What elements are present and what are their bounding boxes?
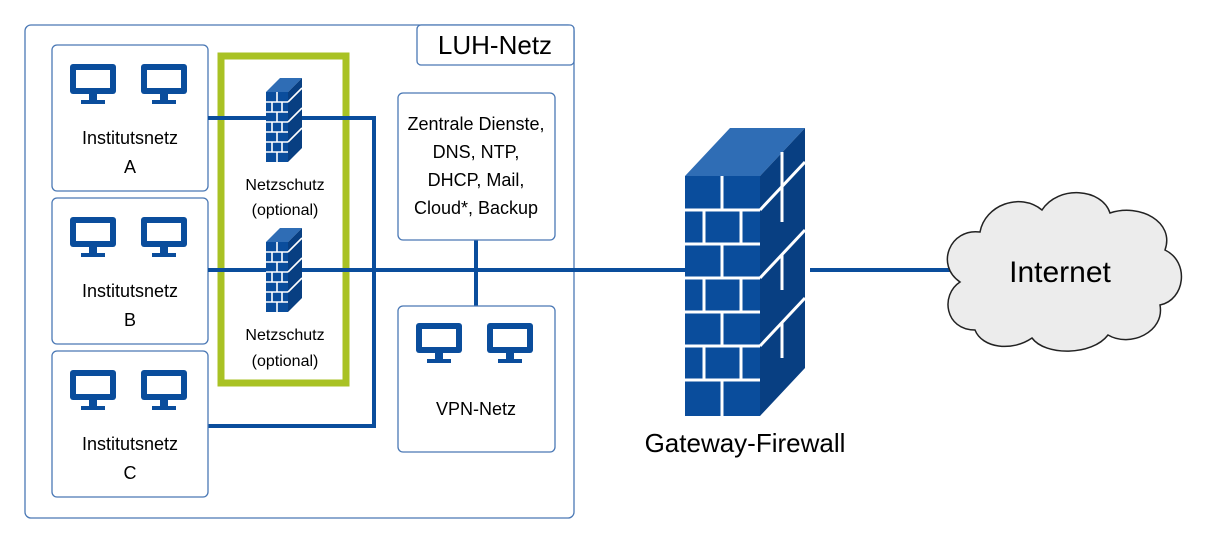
institute-network-a-label: Institutsnetz: [82, 128, 178, 148]
institute-network-b: Institutsnetz B: [51, 197, 209, 345]
central-services-line-2: DNS, NTP,: [433, 142, 520, 162]
institute-network-b-label: Institutsnetz: [82, 281, 178, 301]
institute-network-c-letter: C: [124, 463, 137, 483]
institute-network-c-label: Institutsnetz: [82, 434, 178, 454]
gateway-firewall: Gateway-Firewall: [645, 128, 846, 458]
vpn-network: VPN-Netz: [397, 305, 556, 453]
network-protection-1-note: (optional): [252, 202, 319, 219]
vpn-network-label: VPN-Netz: [436, 399, 516, 419]
firewall-icon: [685, 128, 807, 416]
central-services: Zentrale Dienste, DNS, NTP, DHCP, Mail, …: [397, 92, 556, 241]
luh-network-label: LUH-Netz: [438, 30, 552, 60]
central-services-line-3: DHCP, Mail,: [428, 170, 525, 190]
institute-network-c: Institutsnetz C: [51, 350, 209, 498]
network-protection-1-label: Netzschutz: [245, 177, 324, 194]
institute-network-a-letter: A: [124, 157, 136, 177]
internet: Internet: [946, 191, 1182, 352]
institute-network-a: Institutsnetz A: [51, 44, 209, 192]
network-protection-group: Netzschutz (optional) Netzschutz (option…: [208, 52, 374, 387]
firewall-icon: [265, 77, 303, 163]
institute-network-b-letter: B: [124, 310, 136, 330]
luh-network-label-box: [416, 24, 575, 66]
network-protection-2-note: (optional): [252, 353, 319, 370]
network-protection-2-label: Netzschutz: [245, 327, 324, 344]
gateway-firewall-label: Gateway-Firewall: [645, 428, 846, 458]
central-services-line-1: Zentrale Dienste,: [407, 114, 544, 134]
central-services-line-4: Cloud*, Backup: [414, 198, 538, 218]
cloud-icon: [946, 191, 1182, 352]
firewall-icon: [265, 227, 303, 313]
internet-label: Internet: [1009, 256, 1111, 289]
